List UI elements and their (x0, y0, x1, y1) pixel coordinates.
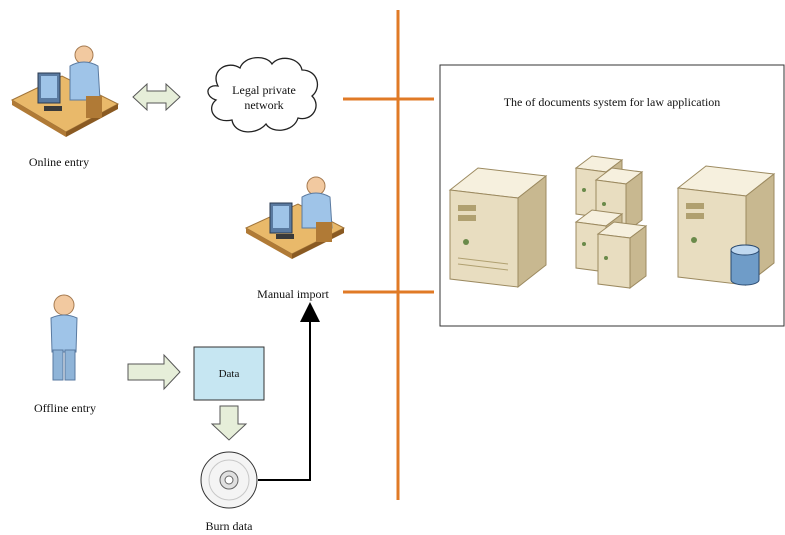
cd-disc-icon (200, 451, 258, 509)
down-arrow-icon (210, 405, 248, 441)
double-arrow-icon (132, 82, 181, 112)
manual-import-label: Manual import (257, 287, 329, 301)
cloud-icon (207, 57, 319, 133)
system-title: The of documents system for law applicat… (504, 95, 721, 109)
online-entry-label: Online entry (29, 155, 89, 169)
cd-to-manual-arrow (258, 302, 320, 481)
data-box (193, 346, 265, 401)
network-label-line2: network (244, 98, 283, 112)
server-cluster-icon (574, 155, 648, 289)
right-arrow-icon (127, 353, 181, 391)
burn-data-label: Burn data (206, 519, 254, 533)
offline-entry-label: Offline entry (34, 401, 96, 415)
network-label-line1: Legal private (232, 83, 296, 97)
server-tower-icon (448, 167, 548, 289)
workstation-online-icon (10, 45, 120, 137)
data-label: Data (219, 368, 240, 380)
workstation-manual-icon (244, 176, 346, 259)
database-server-icon (676, 165, 776, 287)
person-offline-icon (50, 294, 78, 381)
